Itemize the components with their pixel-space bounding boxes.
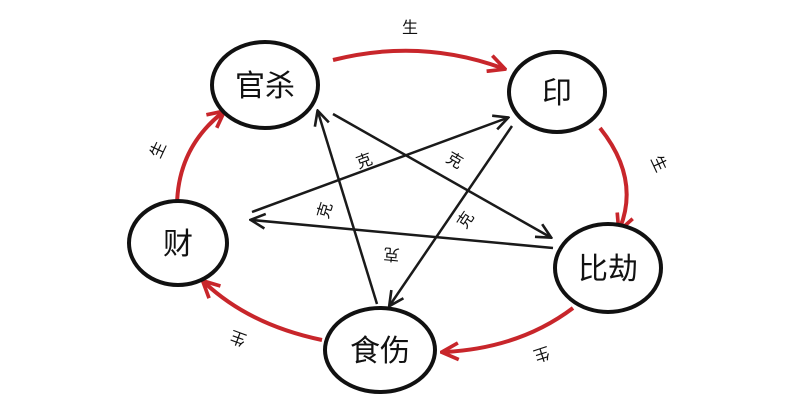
generate-arc-cai-guansha: [175, 113, 222, 206]
node-yin: 印: [507, 50, 607, 134]
control-label-cai-yin: 克: [353, 149, 375, 172]
generate-arc-guansha-yin: [332, 48, 502, 68]
node-guansha-label: 官杀: [235, 69, 295, 104]
control-label-guansha-bijie: 克: [443, 148, 466, 172]
generate-arc-shishang-cai: [205, 283, 323, 342]
node-guansha-circle: [210, 40, 320, 130]
node-cai-circle: [127, 199, 229, 287]
control-labels-group: 克 克 克 克 克: [313, 148, 477, 265]
control-line-shishang-guansha: [318, 112, 379, 305]
generate-label-cai-guansha: 生: [146, 138, 170, 161]
control-label-shishang-guansha: 克: [313, 200, 336, 221]
control-label-yin-shishang: 克: [453, 208, 478, 232]
generate-arcs-group: [175, 48, 627, 352]
generate-arc-bijie-shishang: [445, 306, 575, 352]
node-bijie: 比劫: [553, 222, 663, 314]
node-shishang: 食伤: [323, 306, 437, 394]
node-bijie-circle: [553, 222, 663, 314]
generate-label-guansha-yin: 生: [402, 18, 418, 37]
node-cai: 财: [127, 199, 229, 287]
node-shishang-circle: [323, 306, 437, 394]
control-lines-group: [252, 112, 553, 305]
node-yin-circle: [507, 50, 607, 134]
control-line-yin-shishang: [390, 125, 514, 305]
control-line-bijie-cai: [252, 220, 554, 250]
generate-label-yin-bijie: 生: [647, 152, 671, 175]
generate-labels-group: 生 生 生 生 生: [146, 18, 671, 366]
control-line-cai-yin: [251, 118, 507, 214]
node-cai-label: 财: [163, 227, 193, 262]
node-shishang-label: 食伤: [350, 334, 410, 369]
node-bijie-label: 比劫: [578, 252, 638, 287]
generate-label-shishang-cai: 生: [227, 327, 249, 350]
node-guansha: 官杀: [210, 40, 320, 130]
generate-arc-yin-bijie: [598, 126, 627, 228]
generate-label-bijie-shishang: 生: [531, 343, 552, 366]
control-line-guansha-bijie: [332, 112, 550, 237]
node-yin-label: 印: [542, 76, 572, 111]
control-label-bijie-cai: 克: [383, 244, 401, 264]
